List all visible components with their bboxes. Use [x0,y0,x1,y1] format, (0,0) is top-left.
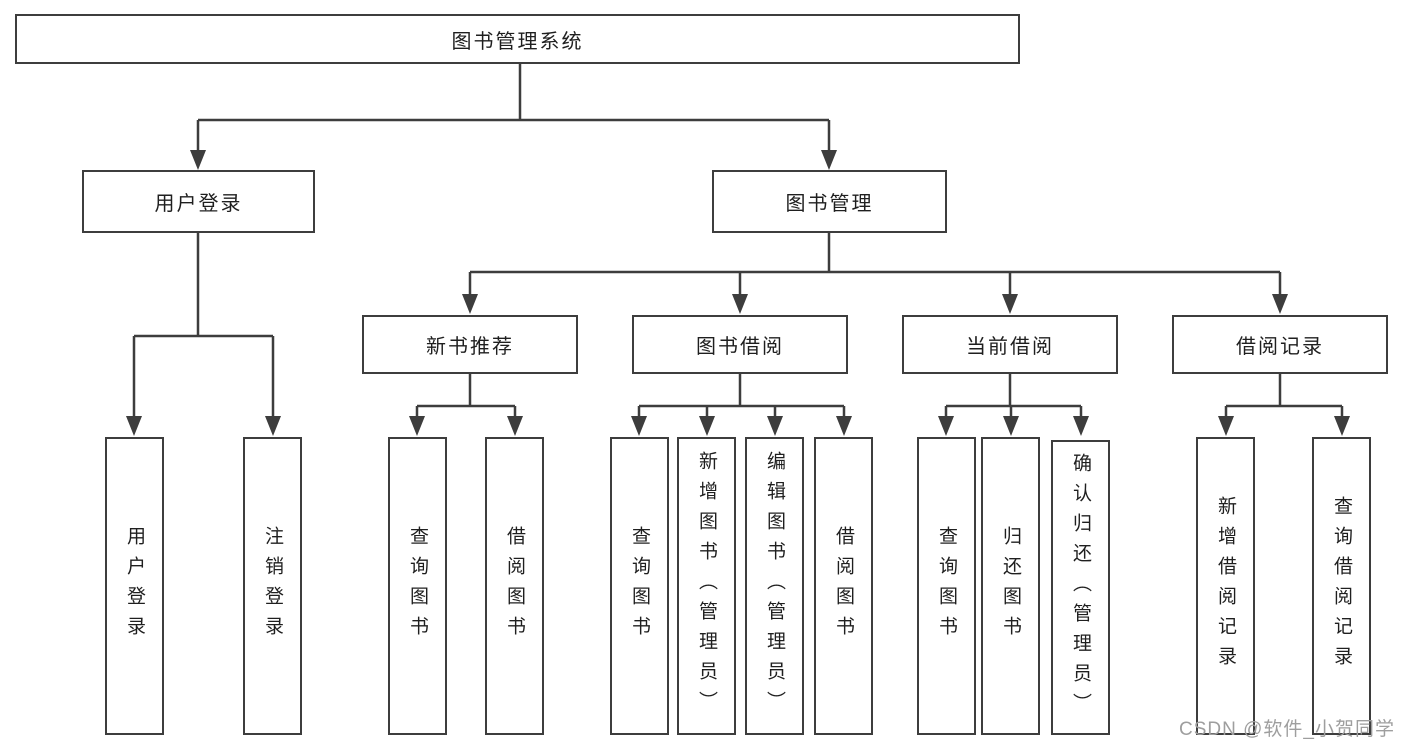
node-label: 查询图书 [936,526,957,646]
node-label: 查询借阅记录 [1331,496,1352,676]
node-current-borrow: 当前借阅 [902,315,1118,374]
node-label: 注销登录 [262,526,283,646]
node-label: 新书推荐 [426,336,514,358]
node-label: 用户登录 [154,193,243,215]
node-book-borrow: 图书借阅 [632,315,848,374]
node-book-management: 图书管理 [712,170,947,233]
node-label: 用户登录 [124,526,145,646]
node-label: 图书管理 [785,193,874,215]
node-label: 编辑图书（管理员） [764,451,785,721]
node-label: 借阅图书 [833,526,854,646]
node-label: 当前借阅 [966,336,1054,358]
node-leaf-logout: 注销登录 [243,437,302,735]
node-leaf-borrow-books-recommend: 借阅图书 [485,437,544,735]
node-borrow-records: 借阅记录 [1172,315,1388,374]
node-label: 确认归还（管理员） [1070,452,1091,723]
node-label: 借阅图书 [504,526,525,646]
node-label: 图书管理系统 [451,30,584,53]
node-library-management-system: 图书管理系统 [15,14,1020,64]
node-leaf-confirm-return-admin: 确认归还（管理员） [1051,440,1110,735]
node-leaf-return-books: 归还图书 [981,437,1040,735]
node-label: 图书借阅 [696,336,784,358]
node-leaf-query-books-recommend: 查询图书 [388,437,447,735]
node-user-login: 用户登录 [82,170,315,233]
node-leaf-add-borrow-record: 新增借阅记录 [1196,437,1255,735]
node-label: 查询图书 [629,526,650,646]
node-label: 新增图书（管理员） [696,451,717,721]
node-label: 借阅记录 [1236,336,1324,358]
node-label: 新增借阅记录 [1215,496,1236,676]
node-leaf-query-books-current: 查询图书 [917,437,976,735]
node-leaf-edit-book-admin: 编辑图书（管理员） [745,437,804,735]
node-leaf-query-books-borrow: 查询图书 [610,437,669,735]
node-leaf-query-borrow-record: 查询借阅记录 [1312,437,1371,735]
node-label: 归还图书 [1000,526,1021,646]
node-new-book-recommend: 新书推荐 [362,315,578,374]
node-leaf-borrow-books: 借阅图书 [814,437,873,735]
node-leaf-add-book-admin: 新增图书（管理员） [677,437,736,735]
csdn-watermark: CSDN @软件_小贺同学 [1179,719,1395,740]
node-leaf-user-login: 用户登录 [105,437,164,735]
arrowheads [126,150,1350,436]
node-label: 查询图书 [407,526,428,646]
